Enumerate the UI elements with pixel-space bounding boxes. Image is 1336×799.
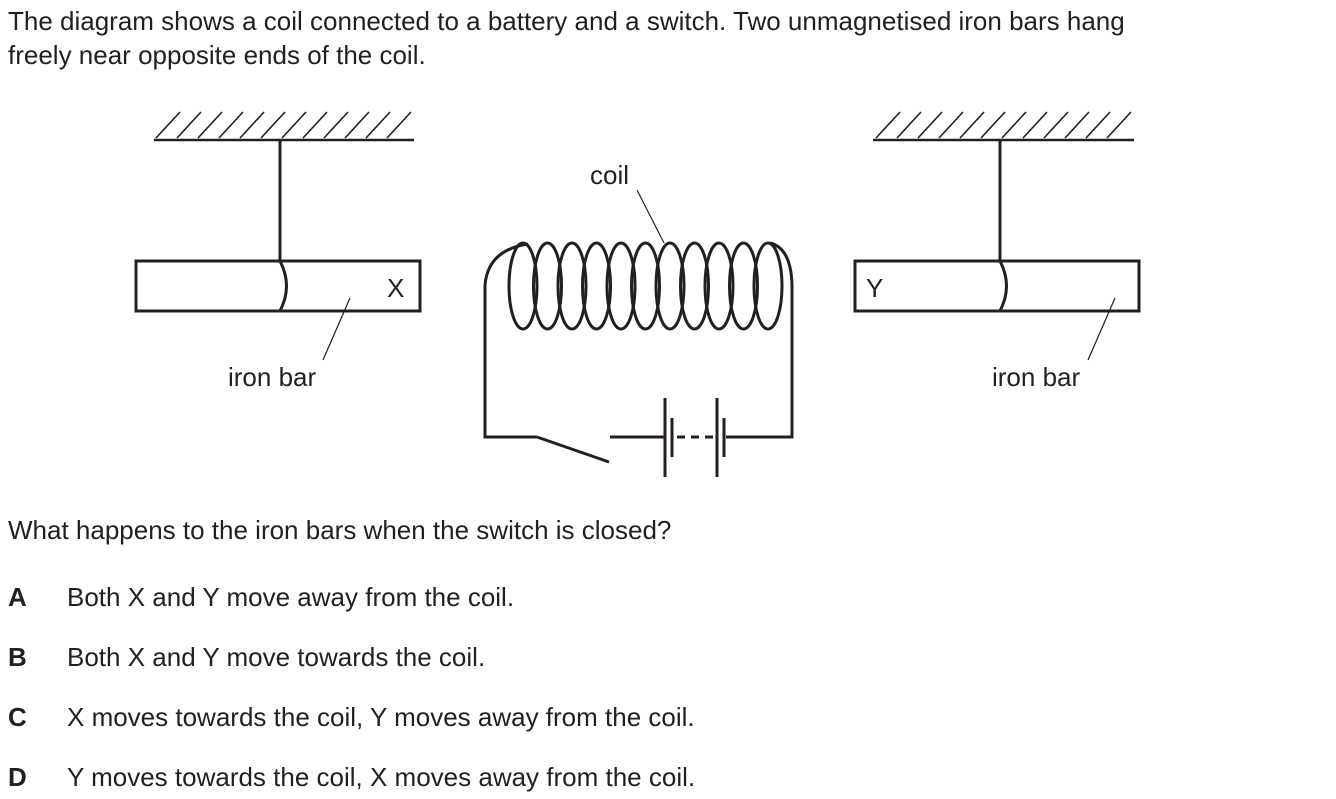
hatch-line <box>197 111 223 139</box>
hatch-line <box>344 111 370 139</box>
hatch-line <box>1106 111 1132 139</box>
hatch-line <box>386 111 412 139</box>
hatch-line <box>323 111 349 139</box>
hatch-line <box>239 111 265 139</box>
hatch-line <box>365 111 391 139</box>
coil-leader <box>636 189 665 244</box>
coil-turn <box>728 241 759 331</box>
left-ceiling-support <box>154 111 414 142</box>
option-a[interactable]: A Both X and Y move away from the coil. <box>8 580 514 614</box>
iron-bar-y <box>853 259 1141 313</box>
hatch-line <box>875 111 901 139</box>
option-letter: B <box>8 642 27 672</box>
coil-turn <box>581 241 612 331</box>
iron-bar-left-label: iron bar <box>228 362 316 392</box>
option-c[interactable]: C X moves towards the coil, Y moves away … <box>8 700 695 734</box>
intro-line-1: The diagram shows a coil connected to a … <box>8 6 1125 36</box>
coil-turn <box>556 241 588 331</box>
hatch-line <box>302 111 328 139</box>
battery <box>663 398 726 477</box>
question-text: What happens to the iron bars when the s… <box>8 515 672 545</box>
bar-x-label: X <box>387 273 404 303</box>
coil-turn <box>532 241 563 331</box>
coil-turn <box>605 241 637 331</box>
hatch-line <box>260 111 286 139</box>
option-letter: A <box>8 582 27 612</box>
hatch-line <box>218 111 244 139</box>
iron-bar-right-label: iron bar <box>992 362 1080 392</box>
coil-turn <box>679 241 710 331</box>
iron-bar-x <box>134 259 422 313</box>
option-letter: C <box>8 702 27 732</box>
hatch-line <box>1022 111 1048 139</box>
hatch-line <box>896 111 922 139</box>
hatch-line <box>1064 111 1090 139</box>
coil-lead-in <box>483 242 529 286</box>
option-text: Both X and Y move away from the coil. <box>67 582 515 612</box>
hatch-line <box>281 111 307 139</box>
intro-line-2: freely near opposite ends of the coil. <box>8 40 426 70</box>
coil-turn <box>630 241 661 331</box>
bar-y-label: Y <box>866 273 883 303</box>
hatch-line <box>155 111 181 139</box>
iron-bar-left-leader <box>322 297 351 361</box>
switch[interactable] <box>536 435 610 464</box>
option-text: X moves towards the coil, Y moves away f… <box>67 702 695 732</box>
circuit-wires <box>483 285 794 439</box>
coil-turn <box>507 241 539 331</box>
hatch-line <box>176 111 202 139</box>
hatch-line <box>959 111 985 139</box>
hatch-line <box>917 111 943 139</box>
hatch-line <box>1085 111 1111 139</box>
hatch-line <box>980 111 1006 139</box>
option-d[interactable]: D Y moves towards the coil, X moves away … <box>8 760 695 794</box>
coil-turn <box>654 241 686 331</box>
hatch-line <box>938 111 964 139</box>
option-b[interactable]: B Both X and Y move towards the coil. <box>8 640 485 674</box>
option-text: Both X and Y move towards the coil. <box>67 642 486 672</box>
option-text: Y moves towards the coil, X moves away f… <box>67 762 696 792</box>
intro-text: The diagram shows a coil connected to a … <box>8 4 1125 72</box>
hatch-line <box>1001 111 1027 139</box>
coil-label: coil <box>590 160 629 190</box>
option-letter: D <box>8 762 27 792</box>
coil-turn <box>703 241 735 331</box>
iron-bar-right-leader <box>1087 297 1116 361</box>
right-ceiling-support <box>873 111 1134 142</box>
hatch-line <box>1043 111 1069 139</box>
coil-turn <box>752 241 784 331</box>
coil <box>483 241 794 331</box>
